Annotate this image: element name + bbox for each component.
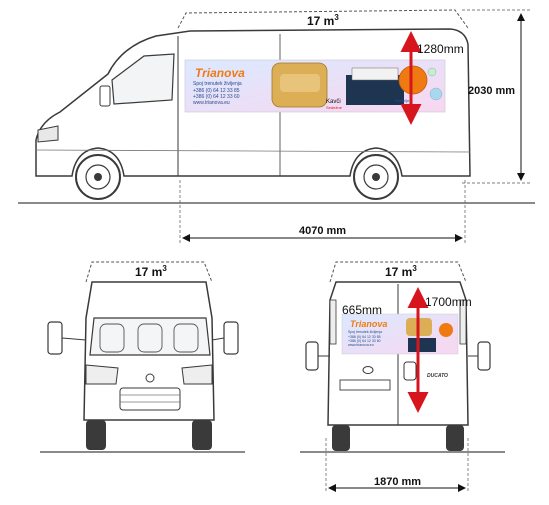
rear-mirror-left bbox=[305, 341, 319, 371]
advert-item-1-sub: Sedežne bbox=[326, 105, 343, 110]
rear-width-label: 1870 mm bbox=[374, 476, 421, 488]
rear-left-label: 665mm bbox=[342, 303, 382, 317]
advert-item-1: Kavči bbox=[326, 99, 341, 105]
rear-door-handle bbox=[403, 361, 417, 381]
front-seat-middle bbox=[137, 323, 163, 353]
front-headlight-right bbox=[181, 364, 213, 385]
advert-phone-2: +386 (0) 64 12 33 60 bbox=[193, 94, 240, 100]
side-volume-label: 17 m3 bbox=[307, 13, 339, 28]
side-windshield bbox=[111, 53, 175, 105]
side-headlight bbox=[37, 125, 59, 143]
rear-view: 17 m3 Trianova Spoj trenutek življenja +… bbox=[300, 261, 505, 492]
rear-advert-phone-1: +386 (0) 64 12 33 85 bbox=[348, 335, 381, 339]
advert-brand: Trianova bbox=[195, 66, 245, 80]
front-volume-label: 17 m3 bbox=[135, 264, 167, 279]
advert-website: www.trianova.eu bbox=[193, 100, 230, 106]
front-seat-right bbox=[173, 323, 199, 353]
rear-advert-orange bbox=[439, 323, 453, 337]
rear-advert-phone-2: +386 (0) 64 12 33 60 bbox=[348, 339, 381, 343]
rear-model-badge: DUCATO bbox=[427, 373, 448, 379]
rear-volume-label: 17 m3 bbox=[385, 264, 417, 279]
side-roof-height-label: 1280mm bbox=[417, 42, 464, 56]
rear-taillight-left bbox=[329, 299, 337, 345]
rear-advert: Trianova Spoj trenutek življenja +386 (0… bbox=[341, 313, 459, 355]
rear-bumper-plate bbox=[339, 379, 391, 391]
rear-advert-tagline: Spoj trenutek življenja bbox=[348, 330, 382, 334]
side-rear-wheel bbox=[353, 154, 399, 200]
front-wheel-right bbox=[192, 420, 212, 450]
rear-mirror-right bbox=[477, 341, 491, 371]
advert-orange-image bbox=[398, 65, 428, 95]
front-view: 17 m3 bbox=[40, 261, 245, 453]
rear-advert-bed bbox=[408, 338, 436, 352]
rear-taillight-right bbox=[459, 299, 467, 345]
side-mirror bbox=[99, 85, 111, 107]
front-grille bbox=[119, 387, 181, 411]
side-length-label: 4070 mm bbox=[299, 225, 346, 237]
front-headlight-left bbox=[85, 364, 119, 385]
advert-item-2: Postelje bbox=[395, 98, 410, 103]
rear-cargo-outline bbox=[329, 261, 467, 283]
front-logo bbox=[145, 373, 155, 383]
front-windshield bbox=[89, 317, 211, 356]
front-mirror-left bbox=[47, 321, 63, 355]
rear-logo bbox=[362, 366, 374, 374]
side-view: Trianova Spoj trenutek življenja +386 (0… bbox=[18, 9, 535, 244]
rear-wheel-right bbox=[446, 425, 464, 451]
side-body-crease bbox=[35, 149, 471, 153]
rear-advert-website: www.trianova.eu bbox=[348, 343, 374, 347]
rear-wheel-left bbox=[332, 425, 350, 451]
rear-height-label: 1700mm bbox=[425, 295, 472, 309]
side-advert: Trianova Spoj trenutek življenja +386 (0… bbox=[184, 59, 446, 113]
front-wheel-left bbox=[86, 420, 106, 450]
advert-tagline: Spoj trenutek življenja bbox=[193, 81, 242, 87]
front-seat-left bbox=[99, 323, 125, 353]
rear-advert-brand: Trianova bbox=[350, 319, 387, 329]
side-cargo-outline bbox=[177, 9, 469, 29]
side-total-height-label: 2030 mm bbox=[468, 85, 515, 97]
front-mirror-right bbox=[223, 321, 239, 355]
front-cargo-outline bbox=[85, 261, 213, 283]
side-front-wheel bbox=[75, 154, 121, 200]
advert-phone-1: +386 (0) 64 12 33 85 bbox=[193, 88, 240, 94]
